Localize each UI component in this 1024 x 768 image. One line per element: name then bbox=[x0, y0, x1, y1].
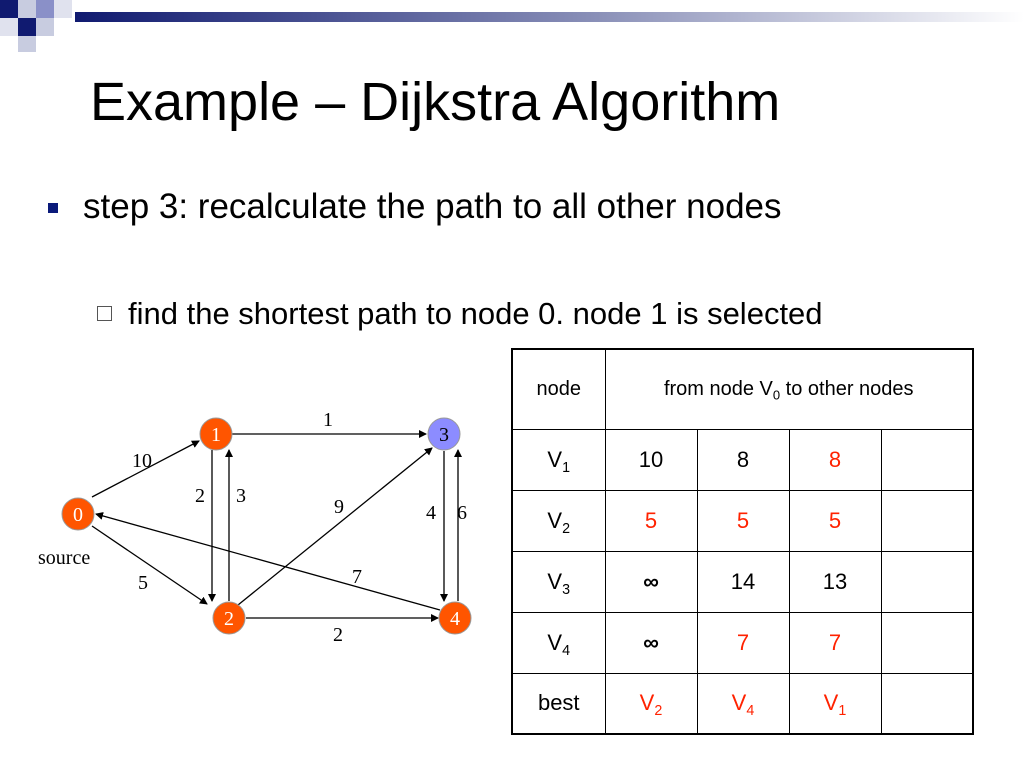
header-from-node: from node V0 to other nodes bbox=[604, 348, 974, 430]
table-cell bbox=[880, 489, 974, 552]
graph-node-0: 0 bbox=[61, 497, 95, 531]
sub-bullet-text: find the shortest path to node 0. node 1… bbox=[128, 296, 823, 331]
best-cell bbox=[880, 672, 974, 735]
node-4-circle bbox=[438, 601, 472, 635]
weight-label-2-1: 3 bbox=[236, 485, 246, 507]
best-cell-sub: 2 bbox=[654, 703, 663, 720]
graph-node-4: 4 bbox=[438, 601, 472, 635]
graph-diagram: 10 5 1 2 3 9 4 6 7 2 0 1 2 3 4 source bbox=[38, 409, 472, 646]
row-label-sub: 2 bbox=[562, 520, 571, 537]
table-cell: ∞ bbox=[604, 611, 698, 674]
best-cell-sub: 1 bbox=[838, 703, 847, 720]
table-row: V1 10 8 8 bbox=[511, 428, 974, 491]
header-decoration bbox=[0, 0, 1024, 52]
graph-node-2: 2 bbox=[212, 601, 246, 635]
node-1-circle bbox=[199, 417, 233, 451]
best-cell-sub: 4 bbox=[746, 703, 755, 720]
table-row: V2 5 5 5 bbox=[511, 489, 974, 552]
source-label: source bbox=[38, 547, 90, 569]
table-cell: 5 bbox=[788, 489, 882, 552]
best-cell-text: V bbox=[731, 690, 747, 716]
header-node: node bbox=[511, 348, 606, 430]
best-cell-text: V bbox=[639, 690, 655, 716]
edge-0-1 bbox=[91, 440, 200, 498]
sub-bullet-box-icon bbox=[97, 306, 112, 321]
weight-label-0-2: 5 bbox=[138, 572, 148, 594]
row-label-text: V bbox=[547, 568, 563, 594]
table-cell: 8 bbox=[696, 428, 790, 491]
best-cell-text: V bbox=[823, 690, 839, 716]
table-row: V3 ∞ 14 13 bbox=[511, 550, 974, 613]
row-label: V2 bbox=[511, 489, 606, 552]
weight-label-4-3: 6 bbox=[457, 502, 467, 524]
row-label-text: V bbox=[547, 446, 563, 472]
table-cell: 10 bbox=[604, 428, 698, 491]
table-cell: 5 bbox=[696, 489, 790, 552]
bullet-square-icon bbox=[48, 203, 58, 213]
row-label: V4 bbox=[511, 611, 606, 674]
table-header-row: node from node V0 to other nodes bbox=[511, 348, 974, 430]
table-best-row: best V2 V4 V1 bbox=[511, 672, 974, 735]
best-cell: V4 bbox=[696, 672, 790, 735]
weight-label-4-0: 7 bbox=[352, 566, 362, 588]
row-label-text: V bbox=[547, 507, 563, 533]
node-3-label: 3 bbox=[439, 424, 449, 446]
node-0-label: 0 bbox=[73, 504, 83, 526]
node-4-label: 4 bbox=[450, 608, 460, 630]
table-row: V4 ∞ 7 7 bbox=[511, 611, 974, 674]
bullet-text: step 3: recalculate the path to all othe… bbox=[83, 187, 782, 226]
row-label-sub: 1 bbox=[562, 459, 571, 476]
node-1-label: 1 bbox=[211, 424, 221, 446]
graph-node-3: 3 bbox=[427, 417, 461, 451]
weight-label-0-1: 10 bbox=[132, 450, 152, 472]
node-2-label: 2 bbox=[224, 608, 234, 630]
row-label-text: V bbox=[547, 629, 563, 655]
row-label: V1 bbox=[511, 428, 606, 491]
weight-label-2-4: 2 bbox=[333, 624, 343, 646]
header-from-sub: 0 bbox=[772, 387, 781, 403]
node-0-circle bbox=[61, 497, 95, 531]
edge-0-2 bbox=[91, 525, 208, 605]
node-3-circle bbox=[427, 417, 461, 451]
weight-label-1-2: 2 bbox=[195, 485, 205, 507]
row-label: V3 bbox=[511, 550, 606, 613]
table-cell: 7 bbox=[696, 611, 790, 674]
distance-table: node from node V0 to other nodes V1 10 8… bbox=[511, 348, 974, 735]
row-label-sub: 3 bbox=[562, 581, 571, 598]
slide-title: Example – Dijkstra Algorithm bbox=[90, 72, 781, 132]
edge-4-0 bbox=[95, 512, 441, 611]
table-cell bbox=[880, 550, 974, 613]
header-from-pre: from node V bbox=[663, 378, 773, 401]
table-cell: 7 bbox=[788, 611, 882, 674]
best-cell: V1 bbox=[788, 672, 882, 735]
edge-2-3 bbox=[237, 447, 433, 606]
graph-node-1: 1 bbox=[199, 417, 233, 451]
node-2-circle bbox=[212, 601, 246, 635]
row-label-sub: 4 bbox=[562, 642, 571, 659]
table-cell: 8 bbox=[788, 428, 882, 491]
table-cell: ∞ bbox=[604, 550, 698, 613]
best-cell: V2 bbox=[604, 672, 698, 735]
weight-label-3-4: 4 bbox=[426, 502, 436, 524]
header-from-post: to other nodes bbox=[780, 378, 914, 401]
best-label: best bbox=[511, 672, 606, 735]
weight-label-2-3: 9 bbox=[334, 496, 344, 518]
table-cell: 14 bbox=[696, 550, 790, 613]
table-cell bbox=[880, 611, 974, 674]
table-cell bbox=[880, 428, 974, 491]
table-cell: 5 bbox=[604, 489, 698, 552]
table-cell: 13 bbox=[788, 550, 882, 613]
weight-label-1-3: 1 bbox=[323, 409, 333, 431]
